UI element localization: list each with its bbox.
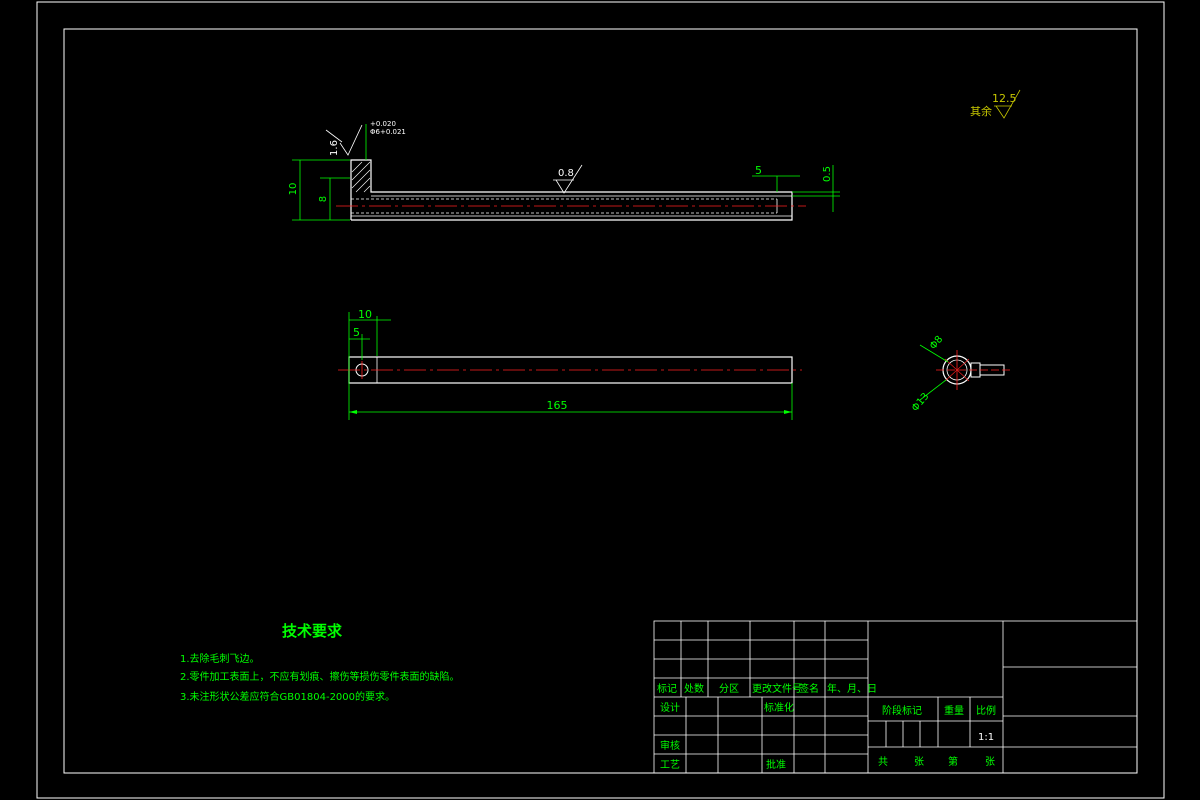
tech-req-item-1: 1.去除毛刺飞边。 <box>180 652 260 665</box>
tech-req-title: 技术要求 <box>282 622 343 640</box>
tb-scale-label: 比例 <box>976 704 996 717</box>
dim-165: 165 <box>547 399 568 412</box>
tb-review: 审核 <box>660 739 680 752</box>
tb-zone: 分区 <box>719 683 739 695</box>
tb-sign: 签名 <box>799 682 819 695</box>
tb-mark: 标记 <box>657 683 677 695</box>
roughness-other-value: 12.5 <box>992 92 1017 105</box>
front-view <box>292 124 840 221</box>
title-block-lines <box>653 620 1138 774</box>
tb-sheet-unit: 张 <box>914 756 924 768</box>
dim-10-plan: 10 <box>358 308 372 321</box>
tb-process: 工艺 <box>660 759 680 771</box>
tb-total: 共 <box>878 756 888 768</box>
tb-scale-value: 1:1 <box>978 732 994 743</box>
dim-10-vertical: 10 <box>288 183 299 196</box>
dim-dia8: Φ8 <box>928 334 946 352</box>
tb-stage: 阶段标记 <box>882 704 922 717</box>
tb-date: 年、月、日 <box>827 682 877 695</box>
inner-frame <box>63 28 1138 774</box>
plan-view <box>338 312 802 420</box>
dim-dia13: Φ13 <box>910 391 932 414</box>
tb-page: 第 <box>948 755 958 768</box>
dim-5-top: 5 <box>755 164 762 177</box>
dim-0.5: 0.5 <box>822 166 833 182</box>
tb-doc-no: 更改文件号 <box>752 682 802 695</box>
tb-weight: 重量 <box>944 704 964 717</box>
tb-page-unit: 张 <box>985 756 995 768</box>
outer-frame <box>36 1 1165 799</box>
roughness-0.8: 0.8 <box>558 168 574 179</box>
side-view <box>919 344 1012 401</box>
tb-approve: 批准 <box>766 758 786 771</box>
tb-count: 处数 <box>684 682 704 695</box>
tolerance-lower: Φ6+0.021 <box>370 128 406 136</box>
tolerance-upper: +0.020 <box>370 120 396 128</box>
tech-req-item-3: 3.未注形状公差应符合GB01804-2000的要求。 <box>180 690 395 703</box>
roughness-1.6: 1.6 <box>329 140 340 156</box>
dim-8-vertical: 8 <box>318 196 329 202</box>
dim-5-plan: 5 <box>353 326 360 339</box>
roughness-other-label: 其余 <box>970 104 992 118</box>
tb-standard: 标准化 <box>764 701 794 714</box>
tb-design: 设计 <box>660 701 680 714</box>
tech-req-item-2: 2.零件加工表面上，不应有划痕、擦伤等损伤零件表面的缺陷。 <box>180 670 460 683</box>
